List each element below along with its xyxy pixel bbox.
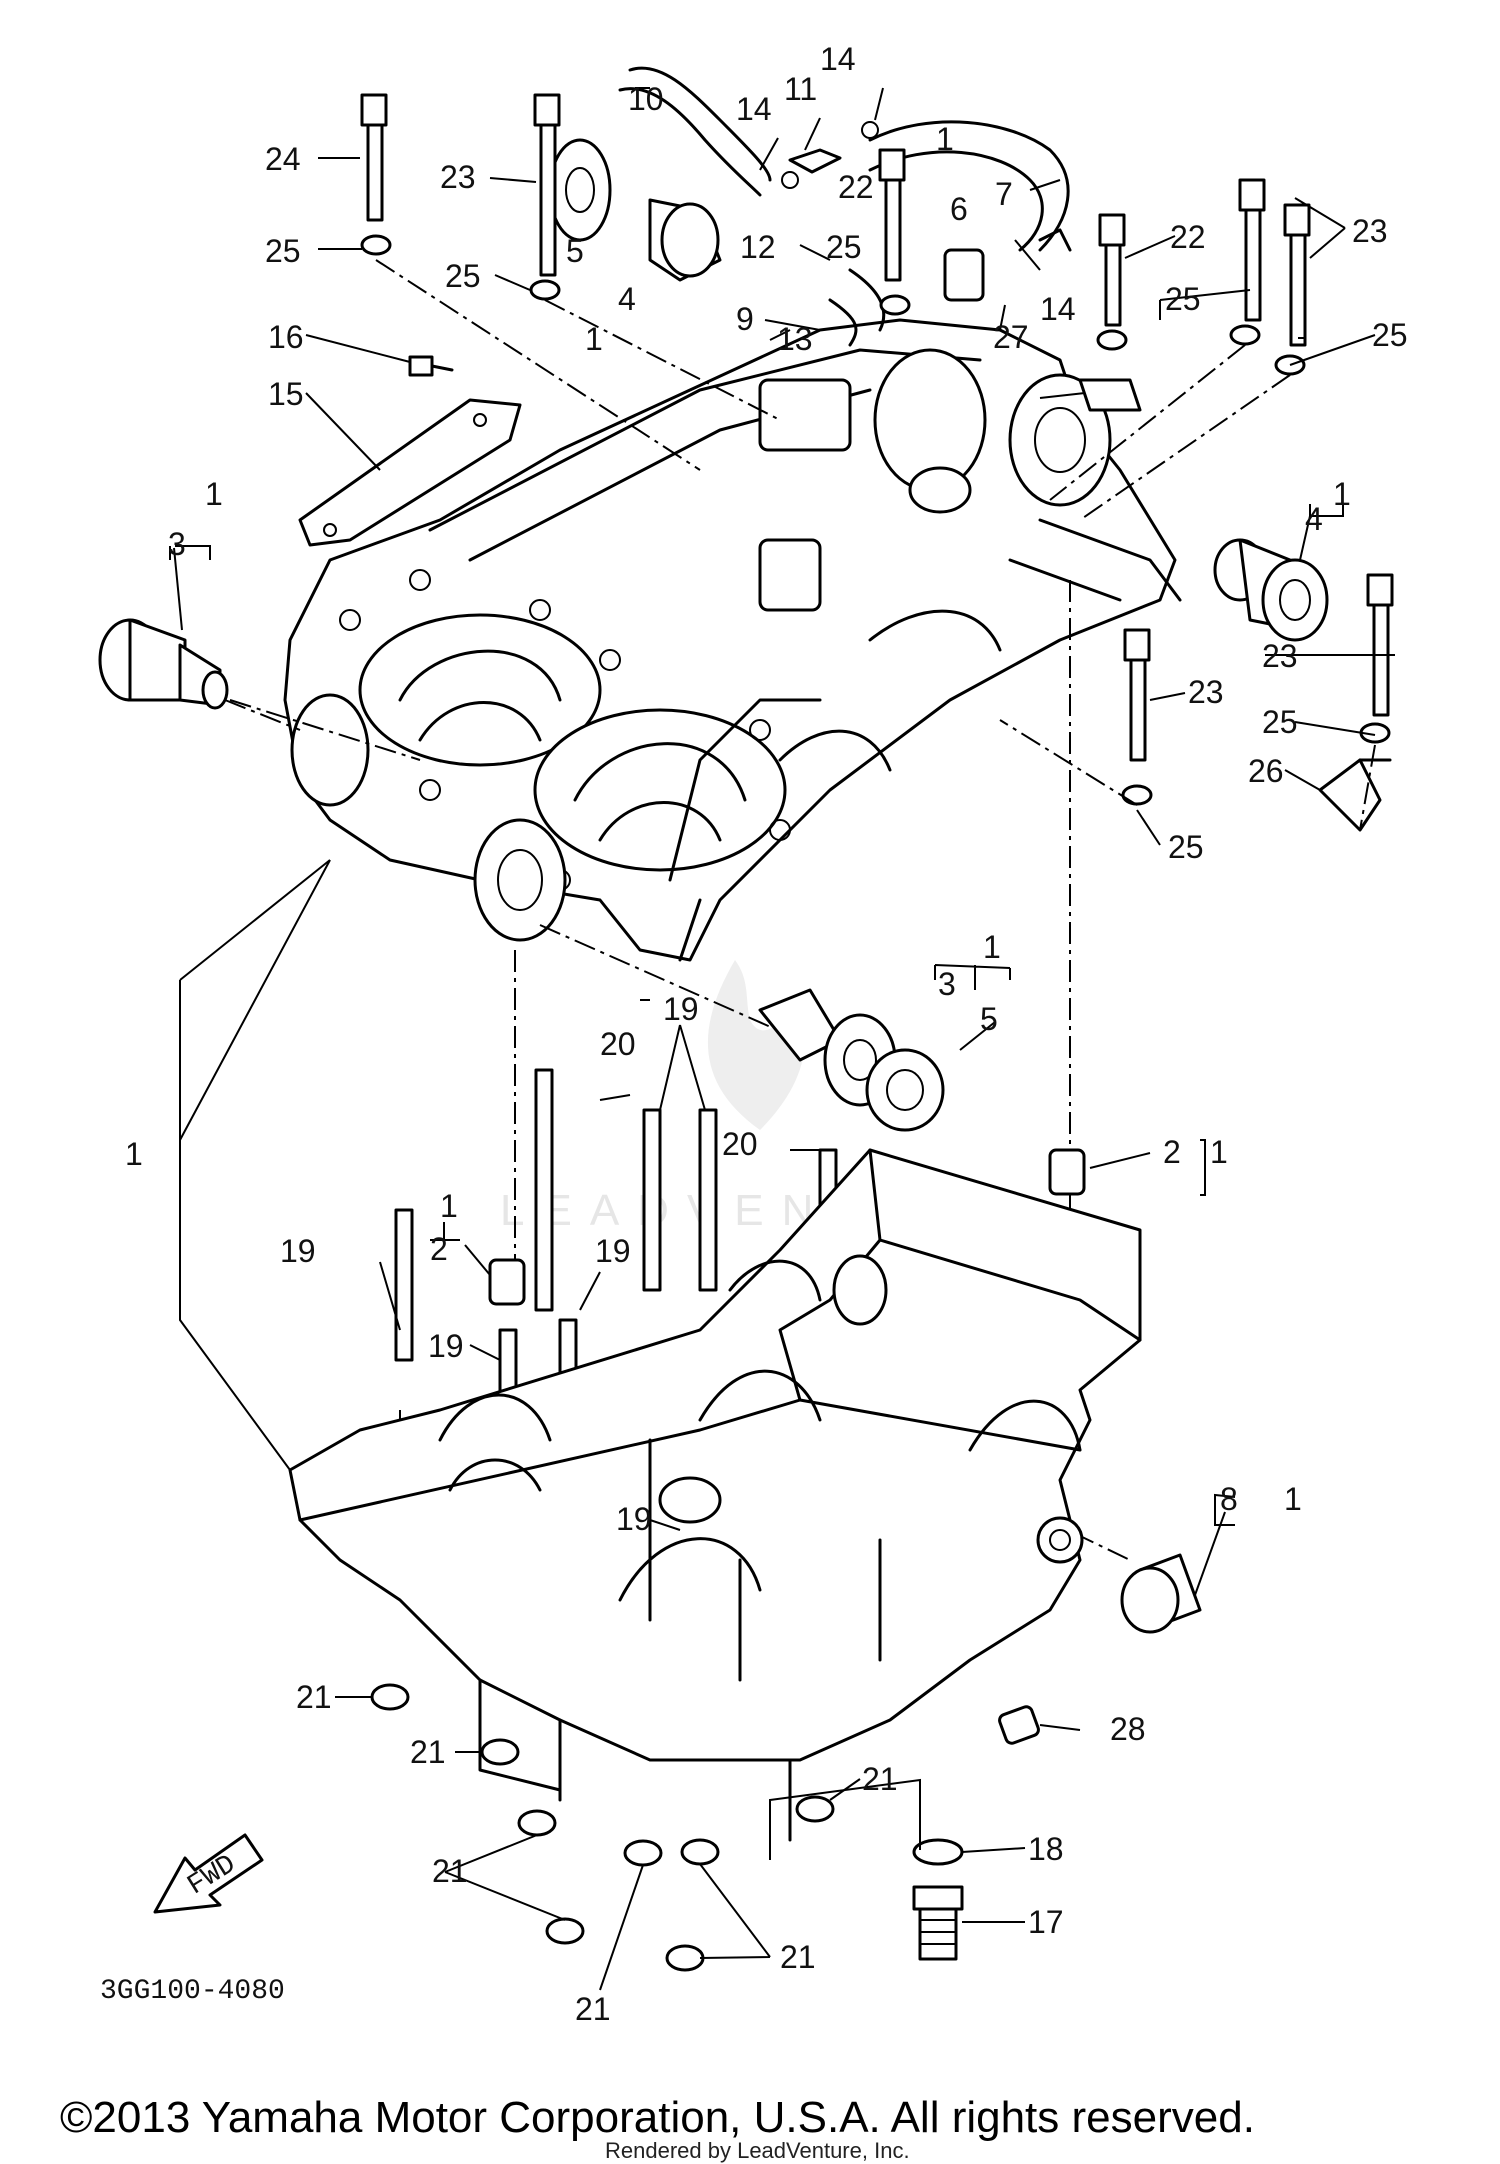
part-23-bolt-a bbox=[533, 93, 561, 277]
callout-1-upper: 1 bbox=[585, 321, 603, 357]
callout-1-bushing: 1 bbox=[1284, 1481, 1302, 1517]
lower-crankcase bbox=[288, 1148, 1142, 1842]
callout-14-a: 14 bbox=[736, 91, 772, 127]
callout-1-dowel-left: 1 bbox=[440, 1188, 458, 1224]
callout-5: 5 bbox=[566, 233, 584, 269]
callout-25-f: 25 bbox=[1262, 704, 1298, 740]
upper-small-parts bbox=[548, 66, 1072, 347]
nuts-21 bbox=[370, 1683, 835, 1972]
part-8-bushing bbox=[1120, 1553, 1202, 1634]
callout-23-d: 23 bbox=[1188, 674, 1224, 710]
callout-19-d: 19 bbox=[616, 1501, 652, 1537]
callout-3-lower: 3 bbox=[938, 966, 956, 1002]
callout-19-a: 19 bbox=[280, 1233, 316, 1269]
callout-22-b: 22 bbox=[1170, 219, 1206, 255]
callout-5-lower: 5 bbox=[980, 1001, 998, 1037]
callout-12: 12 bbox=[740, 229, 776, 265]
part-28-plug bbox=[998, 1705, 1040, 1745]
callout-14-b: 14 bbox=[820, 41, 856, 77]
callout-25-d: 25 bbox=[1165, 281, 1201, 317]
bolts-top bbox=[360, 93, 1394, 762]
part-3-bearing-left bbox=[98, 618, 229, 710]
part-4-bearing-right bbox=[1213, 538, 1329, 642]
drawing-code: 3GG100-4080 bbox=[100, 1976, 285, 2007]
callout-19-top: 19 bbox=[663, 991, 699, 1027]
callout-1-case: 1 bbox=[125, 1136, 143, 1172]
callout-23-a: 23 bbox=[440, 159, 476, 195]
part-23-bolt-d bbox=[1366, 573, 1394, 717]
callout-22-a: 22 bbox=[838, 169, 874, 205]
part-2-dowel bbox=[488, 1148, 1086, 1306]
callout-2-left: 2 bbox=[430, 1231, 448, 1267]
part-26-bracket bbox=[1318, 758, 1392, 832]
callout-24: 24 bbox=[265, 141, 301, 177]
callout-13: 13 bbox=[777, 321, 813, 357]
callout-11: 11 bbox=[784, 71, 817, 107]
callout-17: 17 bbox=[1028, 1904, 1064, 1940]
callout-15: 15 bbox=[268, 376, 304, 412]
callout-1-top: 1 bbox=[936, 121, 954, 157]
callout-21-c: 21 bbox=[862, 1761, 898, 1797]
callout-18: 18 bbox=[1028, 1831, 1064, 1867]
callout-21-f: 21 bbox=[575, 1991, 611, 2027]
render-credit: Rendered by LeadVenture, Inc. bbox=[605, 2138, 910, 2163]
callout-21-d: 21 bbox=[432, 1853, 468, 1889]
part-23-bolt-c bbox=[1283, 203, 1311, 347]
callout-20-b: 20 bbox=[722, 1126, 758, 1162]
callout-10: 10 bbox=[628, 81, 664, 117]
callout-23-c: 23 bbox=[1262, 638, 1298, 674]
washers-25 bbox=[360, 234, 1391, 806]
callout-1-left: 1 bbox=[205, 476, 223, 512]
callout-9: 9 bbox=[736, 301, 754, 337]
copyright-notice: ©2013 Yamaha Motor Corporation, U.S.A. A… bbox=[60, 2093, 1255, 2142]
part-23-bolt-b bbox=[1238, 178, 1266, 322]
callout-19-c: 19 bbox=[428, 1328, 464, 1364]
leader-lines bbox=[169, 87, 1395, 1991]
callout-21-b: 21 bbox=[410, 1734, 446, 1770]
callout-23-b: 23 bbox=[1352, 213, 1388, 249]
callout-8: 8 bbox=[1220, 1481, 1238, 1517]
callout-labels: 10 14 11 14 1 24 23 22 6 7 25 25 5 4 12 … bbox=[125, 41, 1408, 2027]
callout-3-left: 3 bbox=[168, 526, 186, 562]
part-17-drain-plug bbox=[912, 1885, 964, 1961]
callout-25-e: 25 bbox=[1372, 317, 1408, 353]
callout-20-a: 20 bbox=[600, 1026, 636, 1062]
part-5-seal-lower bbox=[865, 1048, 945, 1132]
callout-25-g: 25 bbox=[1168, 829, 1204, 865]
callout-25-a: 25 bbox=[265, 233, 301, 269]
callout-26: 26 bbox=[1248, 753, 1284, 789]
callout-19-b: 19 bbox=[595, 1233, 631, 1269]
callout-1-dowel-right: 1 bbox=[1210, 1134, 1228, 1170]
callout-2-right: 2 bbox=[1163, 1134, 1181, 1170]
callout-25-b: 25 bbox=[445, 258, 481, 294]
callout-14-c: 14 bbox=[1040, 291, 1076, 327]
callout-27: 27 bbox=[993, 319, 1029, 355]
callout-16: 16 bbox=[268, 319, 304, 355]
callout-1-mid: 1 bbox=[983, 929, 1001, 965]
callout-21-a: 21 bbox=[296, 1679, 332, 1715]
upper-crankcase bbox=[283, 318, 1182, 962]
fwd-arrow: FWD bbox=[153, 1833, 264, 1914]
part-24-bolt bbox=[360, 93, 388, 222]
part-27-clip bbox=[1078, 378, 1142, 412]
callout-28: 28 bbox=[1110, 1711, 1146, 1747]
part-22-bolt-a bbox=[878, 148, 906, 282]
callout-25-c: 25 bbox=[826, 229, 862, 265]
callout-1-right: 1 bbox=[1333, 476, 1351, 512]
part-22-bolt-b bbox=[1098, 213, 1126, 327]
callout-21-e: 21 bbox=[780, 1939, 816, 1975]
callout-6: 6 bbox=[950, 191, 968, 227]
part-18-washer bbox=[912, 1838, 964, 1866]
part-16-screw bbox=[408, 355, 454, 377]
part-23-bolt-e bbox=[1123, 628, 1151, 762]
callout-7: 7 bbox=[995, 176, 1013, 212]
part-15-cover-plate bbox=[298, 398, 522, 547]
callout-4-top: 4 bbox=[618, 281, 636, 317]
callout-4-right: 4 bbox=[1305, 501, 1323, 537]
